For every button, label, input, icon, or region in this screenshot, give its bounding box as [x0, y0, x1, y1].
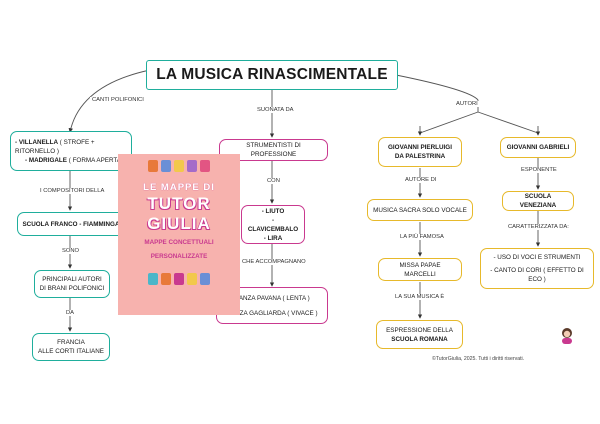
- node-strumenti: - LIUTO - CLAVICEMBALO - LIRA: [241, 205, 305, 244]
- edge-label-canti-polifonici: CANTI POLIFONICI: [90, 97, 146, 103]
- edge-label-da: DA: [64, 310, 77, 316]
- node-scuola-franco-fiamminga: SCUOLA FRANCO - FIAMMINGA: [17, 212, 125, 236]
- node-palestrina: GIOVANNI PIERLUIGI DA PALESTRINA: [378, 137, 462, 167]
- edge-label-la-piu-famosa: LA PIÙ FAMOSA: [398, 234, 446, 240]
- page-title: LA MUSICA RINASCIMENTALE: [146, 60, 398, 90]
- edge-label-la-sua-musica-e: LA SUA MUSICA È: [393, 294, 447, 300]
- edge-label-sono: SONO: [60, 248, 82, 254]
- villanella-desc: ( STROFE + RITORNELLO ): [15, 138, 95, 155]
- edge-label-esponente: ESPONENTE: [519, 167, 559, 173]
- edge-label-autore-di: AUTORE DI: [403, 177, 439, 183]
- node-strumentisti: STRUMENTISTI DI PROFESSIONE: [219, 139, 328, 161]
- node-scuola-veneziana: SCUOLA VENEZIANA: [502, 191, 574, 211]
- madrigale-label: - MADRIGALE: [25, 156, 67, 164]
- node-missa: MISSA PAPAE MARCELLI: [378, 258, 462, 281]
- edge-label-suonata-da: SUONATA DA: [255, 107, 296, 113]
- node-principali-autori: PRINCIPALI AUTORI DI BRANI POLIFONICI: [34, 270, 110, 298]
- villanella-label: - VILLANELLA: [15, 138, 59, 146]
- edge-label-che-accompagnano: CHE ACCOMPAGNANO: [240, 259, 308, 265]
- node-francia: FRANCIA ALLE CORTI ITALIANE: [32, 333, 110, 361]
- books-decoration: [124, 160, 234, 174]
- node-musica-sacra: MUSICA SACRA SOLO VOCALE: [367, 199, 473, 221]
- edge-label-i-compositori-della: I COMPOSITORI DELLA: [38, 188, 107, 194]
- logo-line-5: PERSONALIZZATE: [150, 253, 208, 260]
- edge-label-con: CON: [265, 178, 282, 184]
- copyright-text: ©TutorGiulia, 2025. Tutti i diritti rise…: [432, 356, 525, 362]
- logo-line-1: LE MAPPE DI: [143, 182, 215, 193]
- node-caratteristiche: - USO DI VOCI E STRUMENTI - CANTO DI COR…: [480, 248, 594, 289]
- logo-line-4: MAPPE CONCETTUALI: [144, 239, 214, 246]
- logo-line-2: TUTOR: [147, 194, 211, 213]
- node-espressione: ESPRESSIONE DELLA SCUOLA ROMANA: [376, 320, 463, 349]
- tutor-giulia-logo: LE MAPPE DI TUTOR GIULIA MAPPE CONCETTUA…: [118, 154, 240, 315]
- edge-label-autori: AUTORI: [454, 101, 480, 107]
- books-decoration-bottom: [124, 273, 234, 287]
- node-gabrieli: GIOVANNI GABRIELI: [500, 137, 576, 158]
- node-canti-polifonici-types: - VILLANELLA ( STROFE + RITORNELLO ) - M…: [10, 131, 132, 171]
- logo-line-3: GIULIA: [147, 214, 211, 233]
- edge-label-caratterizzata-da: CARATTERIZZATA DA:: [506, 224, 571, 230]
- avatar-icon: [562, 328, 572, 344]
- madrigale-desc: ( FORMA APERTA: [66, 156, 121, 164]
